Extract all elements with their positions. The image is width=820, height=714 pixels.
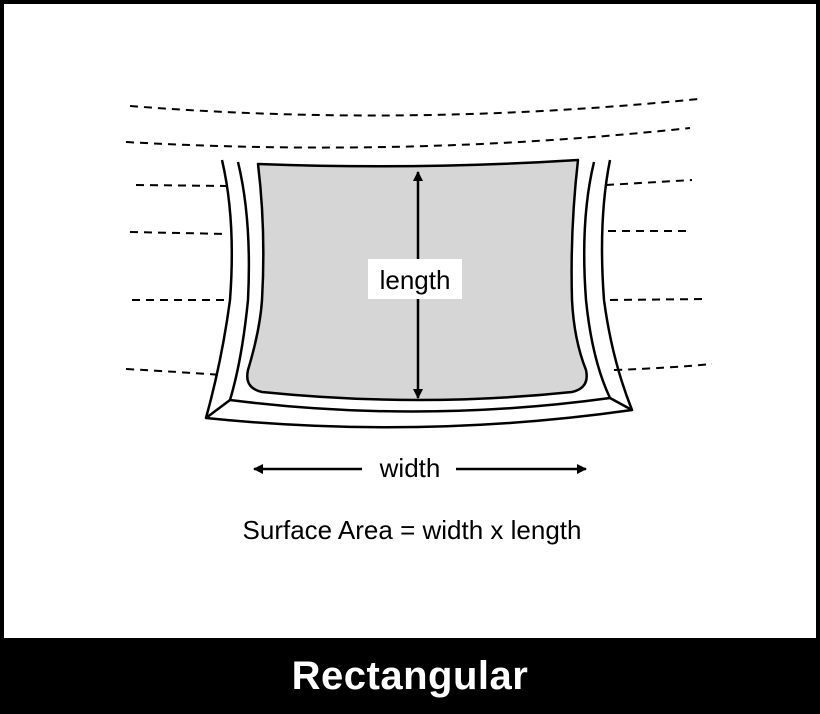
channel-inner-right-corner	[609, 396, 633, 412]
contour-line-top-1	[129, 98, 699, 117]
surface-area-formula: Surface Area = width x length	[243, 515, 582, 545]
channel-outer-edge	[204, 159, 634, 429]
channel-inner-left-corner	[205, 399, 231, 419]
contour-line-top-2	[125, 127, 691, 149]
dashed-contour-lines	[125, 98, 713, 376]
diagram-title: Rectangular	[291, 653, 529, 698]
contour-line-right-1	[605, 179, 693, 186]
length-label: length	[380, 265, 451, 295]
channel-outline	[204, 159, 634, 429]
contour-line-right-4	[613, 363, 713, 371]
contour-line-right-3	[609, 298, 709, 301]
channel-inner-edge	[228, 161, 612, 413]
contour-line-left-1	[135, 184, 227, 187]
rectangular-surface-diagram: length width Surface Area = width x leng…	[125, 98, 713, 545]
width-label: width	[379, 453, 441, 483]
contour-line-left-4	[125, 368, 223, 376]
contour-line-left-2	[129, 231, 229, 235]
length-label-background	[368, 259, 462, 299]
title-banner: Rectangular	[0, 638, 820, 714]
